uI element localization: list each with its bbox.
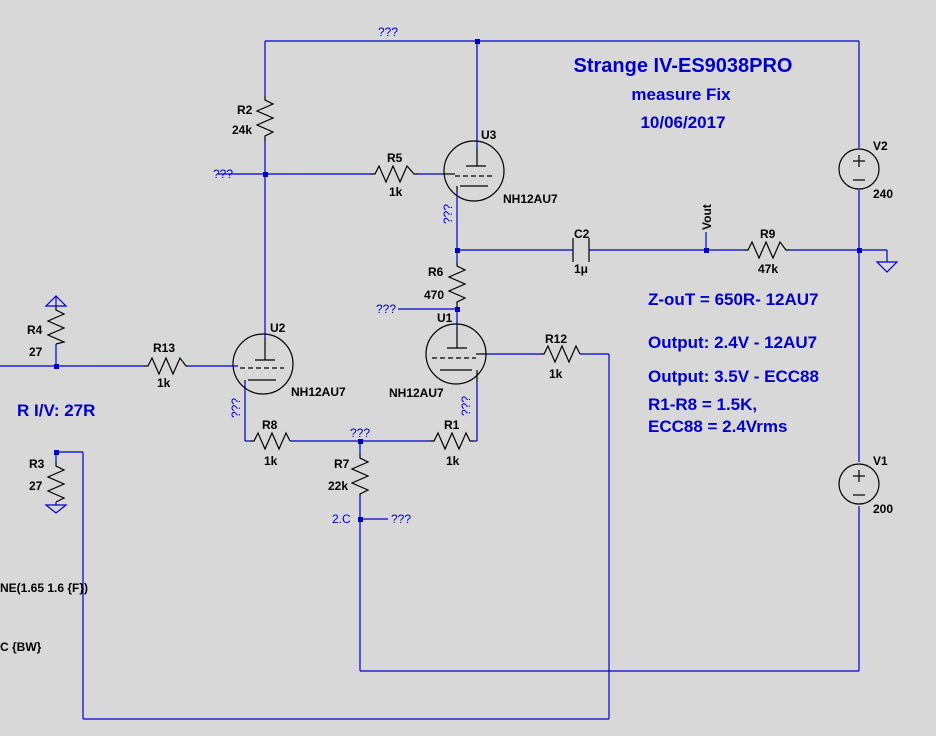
net-labels: ??? ??? ??? ??? ??? ??? ??? ??? Vout 2.C [213,25,714,526]
svg-text:R4: R4 [27,323,43,337]
svg-text:NH12AU7: NH12AU7 [389,386,444,400]
svg-text:R6: R6 [428,265,444,279]
resistor-r12: R12 1k [540,332,581,381]
svg-text:2.C: 2.C [332,512,351,526]
resistor-r13: R13 1k [144,341,188,390]
note-zout: Z-ouT = 650R- 12AU7 [648,290,819,309]
svg-text:Vout: Vout [700,204,714,230]
resistor-r5: R5 1k [370,151,418,199]
svg-text:???: ??? [391,512,411,526]
svg-text:R13: R13 [153,341,175,355]
resistor-r4: R4 27 [27,306,66,359]
svg-text:200: 200 [873,502,893,516]
note-riv: R I/V: 27R [17,401,95,420]
svg-text:???: ??? [378,25,398,39]
svg-text:1k: 1k [264,454,278,468]
title-line-3: 10/06/2017 [640,113,725,132]
wires [0,40,888,720]
ground-icon-r3 [44,502,68,514]
note-output-ecc88: Output: 3.5V - ECC88 [648,367,819,386]
svg-text:22k: 22k [328,479,348,493]
svg-text:24k: 24k [232,123,252,137]
svg-text:470: 470 [424,288,444,302]
svg-text:27: 27 [29,479,43,493]
svg-text:U2: U2 [270,321,286,335]
resistor-r7: R7 22k [328,454,370,496]
svg-text:R1: R1 [444,418,460,432]
svg-text:R12: R12 [545,332,567,346]
svg-text:R5: R5 [387,151,403,165]
annotations: Z-ouT = 650R- 12AU7 Output: 2.4V - 12AU7… [17,290,819,436]
ground-icon-r4 [44,295,68,307]
tube-u2: U2 NH12AU7 [232,321,346,399]
svg-text:27: 27 [29,345,43,359]
junction-dots [54,39,862,522]
svg-text:U3: U3 [481,128,497,142]
svg-text:???: ??? [376,302,396,316]
tube-u3: U3 NH12AU7 [443,128,558,206]
svg-text:1μ: 1μ [574,262,588,276]
svg-text:NH12AU7: NH12AU7 [503,192,558,206]
capacitor-c2: C2 1μ [572,227,590,276]
resistor-r2: R2 24k [232,96,275,142]
svg-text:???: ??? [213,167,233,181]
sine-directive: NE(1.65 1.6 {F}) [0,581,88,595]
svg-text:240: 240 [873,187,893,201]
svg-text:???: ??? [459,396,473,416]
clipped-directives: NE(1.65 1.6 {F}) C {BW} [0,581,88,654]
voltage-source-v2: V2 240 [838,139,893,201]
title-line-2: measure Fix [631,85,731,104]
tube-u1: U1 NH12AU7 [389,311,487,400]
svg-text:R9: R9 [760,227,776,241]
resistor-r3: R3 27 [29,457,66,503]
resistor-r8: R8 1k [250,418,291,468]
svg-text:R7: R7 [334,457,350,471]
note-output-12au7: Output: 2.4V - 12AU7 [648,333,817,352]
note-r1r8: R1-R8 = 1.5K, [648,395,757,414]
svg-text:R3: R3 [29,457,45,471]
svg-text:???: ??? [229,398,243,418]
resistor-r6: R6 470 [424,262,467,308]
resistor-r9: R9 47k [744,227,790,276]
svg-text:1k: 1k [446,454,460,468]
svg-text:1k: 1k [549,367,563,381]
svg-text:1k: 1k [157,376,171,390]
svg-text:NH12AU7: NH12AU7 [291,385,346,399]
title-block: Strange IV-ES9038PRO measure Fix 10/06/2… [574,55,793,132]
svg-text:C2: C2 [574,227,590,241]
svg-text:V1: V1 [873,454,888,468]
svg-text:R8: R8 [262,418,278,432]
svg-text:R2: R2 [237,103,253,117]
voltage-source-v1: V1 200 [838,454,893,516]
svg-text:V2: V2 [873,139,888,153]
svg-text:47k: 47k [758,262,778,276]
ground-icon [875,261,899,273]
svg-text:???: ??? [350,426,370,440]
ac-directive: C {BW} [0,640,42,654]
svg-text:???: ??? [441,204,455,224]
title-line-1: Strange IV-ES9038PRO [574,55,793,77]
note-ecc88-vrms: ECC88 = 2.4Vrms [648,417,787,436]
resistor-r1: R1 1k [430,418,474,468]
svg-text:1k: 1k [389,185,403,199]
svg-text:U1: U1 [437,311,453,325]
